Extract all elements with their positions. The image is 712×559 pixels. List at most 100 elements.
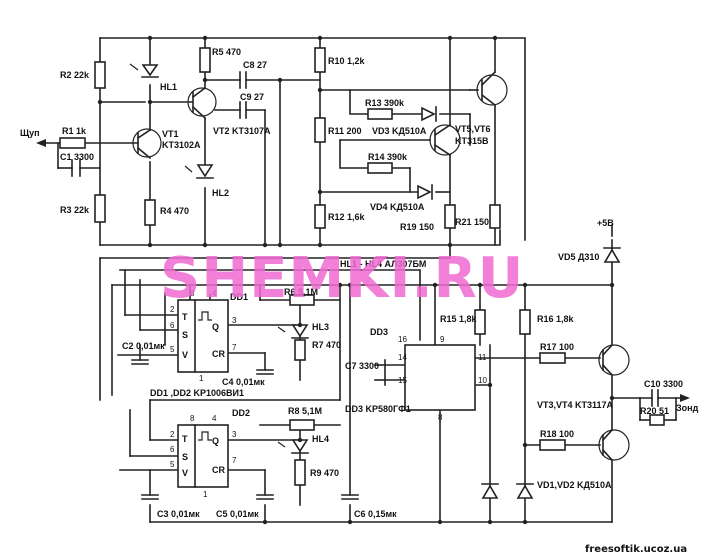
r17-label: R17 100 — [540, 342, 574, 352]
dd1-s-pin: S — [182, 330, 188, 340]
svg-text:7: 7 — [232, 456, 237, 465]
r4-label: R4 470 — [160, 206, 189, 216]
dd1-label: DD1 — [230, 292, 248, 302]
dd1-v-pin: V — [182, 350, 188, 360]
pin-numbers: 2 6 5 8 4 3 7 1 2 6 5 8 4 3 7 1 16 9 14 15 11 10 8 — [170, 289, 487, 499]
r15-label: R15 1,8k — [440, 314, 478, 324]
dd2-label: DD2 — [232, 408, 250, 418]
svg-text:10: 10 — [478, 376, 487, 385]
svg-text:6: 6 — [170, 321, 175, 330]
dd2-cr-pin: CR — [212, 465, 225, 475]
chips — [177, 299, 476, 488]
watermark-text: SHEMKI.RU — [160, 246, 524, 311]
site-caption: freesoftik.ucoz.ua — [585, 544, 687, 555]
svg-text:14: 14 — [398, 353, 407, 362]
dd1-t-pin: T — [182, 312, 188, 322]
vd12-label: VD1,VD2 KД510A — [537, 480, 612, 490]
svg-text:5: 5 — [170, 345, 175, 354]
vt1-label: VT1 — [162, 129, 179, 139]
r18-label: R18 100 — [540, 429, 574, 439]
svg-text:7: 7 — [232, 343, 237, 352]
r1-label: R1 1k — [62, 126, 87, 136]
r9-label: R9 470 — [310, 468, 339, 478]
svg-text:8: 8 — [438, 413, 443, 422]
c7-label: C7 3300 — [345, 361, 379, 371]
top-resistors — [59, 47, 501, 229]
plus5-label: +5В — [597, 218, 614, 228]
r20-label: R20 51 — [640, 406, 669, 416]
svg-text:8: 8 — [190, 289, 195, 298]
top-transistors — [132, 70, 508, 160]
hl2-label: HL2 — [212, 188, 229, 198]
hl14-label: HL1 - HL4 АЛ307БМ — [340, 259, 426, 269]
bottom-components — [131, 294, 665, 500]
svg-text:3: 3 — [232, 316, 237, 325]
vt34-label: VT3,VT4 KT3117A — [537, 400, 614, 410]
r6-label: R6 5,1M — [284, 287, 318, 297]
hl4-label: HL4 — [312, 434, 329, 444]
c2-label: C2 0,01мк — [122, 341, 165, 351]
r14-label: R14 390k — [368, 152, 408, 162]
chip-letters: T S V Q CR T S V Q CR — [182, 312, 225, 478]
svg-text:9: 9 — [440, 335, 445, 344]
r3-label: R3 22k — [60, 205, 90, 215]
component-labels: R2 22k R1 1k Щуп C1 3300 R3 22k R4 470 V… — [20, 47, 699, 519]
vd4-label: VD4 KД510A — [370, 202, 425, 212]
dd2-s-pin: S — [182, 452, 188, 462]
r13-label: R13 390k — [365, 98, 405, 108]
svg-text:8: 8 — [190, 414, 195, 423]
svg-text:6: 6 — [170, 445, 175, 454]
r5-label: R5 470 — [212, 47, 241, 57]
c5-label: C5 0,01мк — [216, 509, 259, 519]
svg-text:16: 16 — [398, 335, 407, 344]
svg-text:1: 1 — [199, 374, 204, 383]
vd3-label: VD3 KД510A — [372, 126, 427, 136]
junctions — [97, 35, 615, 525]
c9-label: C9 27 — [240, 92, 264, 102]
vt2-label: VT2 KT3107A — [213, 126, 271, 136]
c4-label: C4 0,01мк — [222, 377, 265, 387]
c3-label: C3 0,01мк — [157, 509, 200, 519]
c8-label: C8 27 — [243, 60, 267, 70]
dd2-v-pin: V — [182, 468, 188, 478]
r11-label: R11 200 — [328, 126, 362, 136]
hl3-label: HL3 — [312, 322, 329, 332]
c1-label: C1 3300 — [60, 152, 94, 162]
svg-text:15: 15 — [398, 376, 407, 385]
r21-label: R21 150 — [455, 217, 489, 227]
top-wiring — [36, 37, 526, 246]
vt56-type: KT315B — [455, 136, 489, 146]
r16-label: R16 1,8k — [537, 314, 575, 324]
r7-label: R7 470 — [312, 340, 341, 350]
dd1-cr-pin: CR — [212, 349, 225, 359]
svg-text:2: 2 — [170, 305, 175, 314]
vd5-label: VD5 Д310 — [558, 252, 599, 262]
vt56-label: VT5,VT6 — [455, 124, 491, 134]
r8-label: R8 5,1M — [288, 406, 322, 416]
r12-label: R12 1,6k — [328, 212, 366, 222]
dd3-type-label: DD3 KP580ГФ1 — [345, 404, 411, 414]
svg-text:4: 4 — [212, 414, 217, 423]
r10-label: R10 1,2k — [328, 56, 366, 66]
vt1-type: KT3102A — [162, 140, 201, 150]
r19-label: R19 150 — [400, 222, 434, 232]
probe-label: Щуп — [20, 128, 40, 138]
svg-text:2: 2 — [170, 430, 175, 439]
dd2-t-pin: T — [182, 434, 188, 444]
dd2-q-pin: Q — [212, 436, 219, 446]
hl1-label: HL1 — [160, 82, 177, 92]
top-diodes — [129, 63, 437, 200]
svg-text:11: 11 — [478, 353, 487, 362]
dd3-label: DD3 — [370, 327, 388, 337]
r2-label: R2 22k — [60, 70, 90, 80]
svg-text:1: 1 — [203, 490, 208, 499]
dd1-q-pin: Q — [212, 322, 219, 332]
c6-label: C6 0,15мк — [354, 509, 397, 519]
c10-label: C10 3300 — [644, 379, 683, 389]
dd12-type-label: DD1 ,DD2 KP1006BИ1 — [150, 388, 244, 398]
zond-label: Зонд — [676, 403, 699, 413]
svg-text:3: 3 — [232, 430, 237, 439]
svg-text:4: 4 — [212, 289, 217, 298]
svg-text:5: 5 — [170, 460, 175, 469]
